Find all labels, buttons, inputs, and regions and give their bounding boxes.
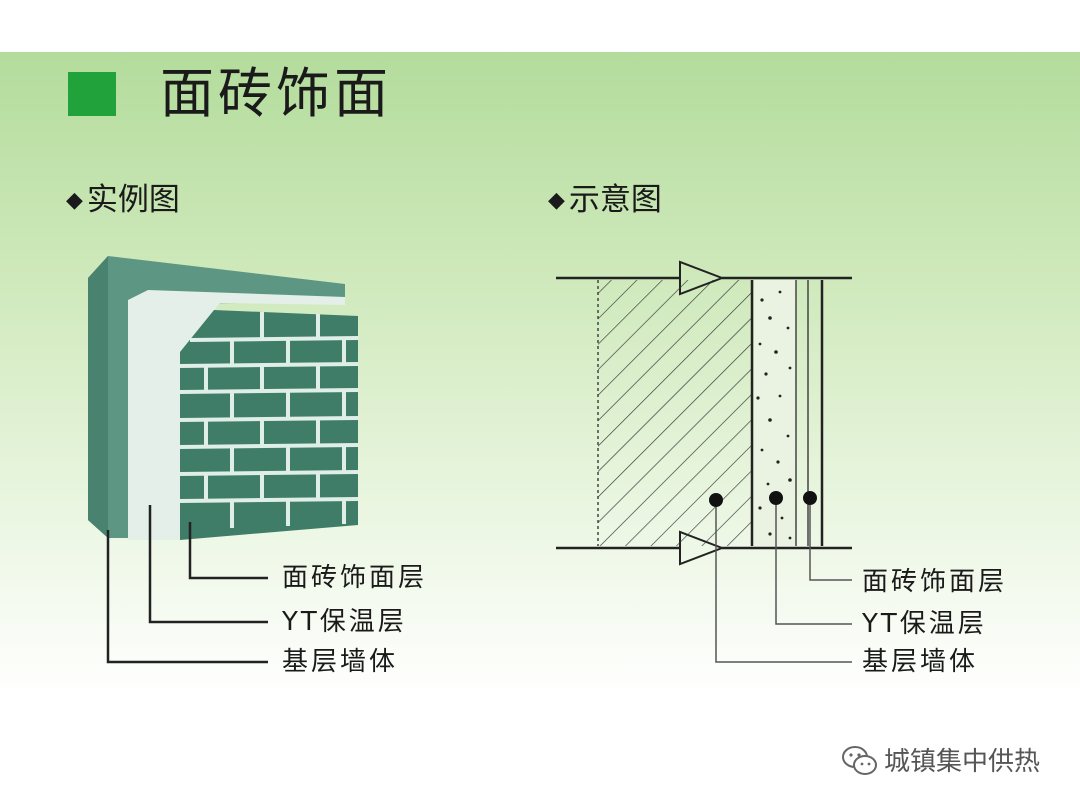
example-leader-lines xyxy=(106,505,268,664)
section-label-insulation: YT保温层 xyxy=(862,609,987,639)
insulation-pointer-dot xyxy=(769,491,783,505)
example-wall-illustration xyxy=(88,256,359,664)
insulation-dots xyxy=(756,290,792,540)
watermark-text: 城镇集中供热 xyxy=(884,747,1041,777)
left-panel-heading: ◆实例图 xyxy=(66,180,180,224)
left-heading-text: 实例图 xyxy=(86,182,180,218)
right-panel-heading: ◆示意图 xyxy=(548,180,662,224)
diamond-bullet-icon: ◆ xyxy=(548,188,565,213)
example-label-insulation: YT保温层 xyxy=(282,607,407,637)
section-base-wall xyxy=(598,280,752,546)
title-bullet-square xyxy=(68,72,116,116)
section-label-tile-layer: 面砖饰面层 xyxy=(862,567,1008,597)
section-schematic xyxy=(556,260,852,663)
example-label-base-wall: 基层墙体 xyxy=(282,647,399,677)
section-leader-lines xyxy=(715,505,852,663)
base-wall-side xyxy=(88,256,108,538)
diamond-bullet-icon: ◆ xyxy=(66,188,83,213)
base-wall-pointer-dot xyxy=(709,493,723,507)
right-heading-text: 示意图 xyxy=(568,182,662,218)
example-label-tile-layer: 面砖饰面层 xyxy=(282,563,428,593)
section-insulation-layer xyxy=(754,280,796,546)
tile-grout-lines xyxy=(179,312,359,528)
wechat-icon xyxy=(842,746,877,775)
section-label-base-wall: 基层墙体 xyxy=(862,647,979,677)
page-title: 面砖饰面 xyxy=(160,62,392,125)
tile-pointer-dot xyxy=(803,491,817,505)
